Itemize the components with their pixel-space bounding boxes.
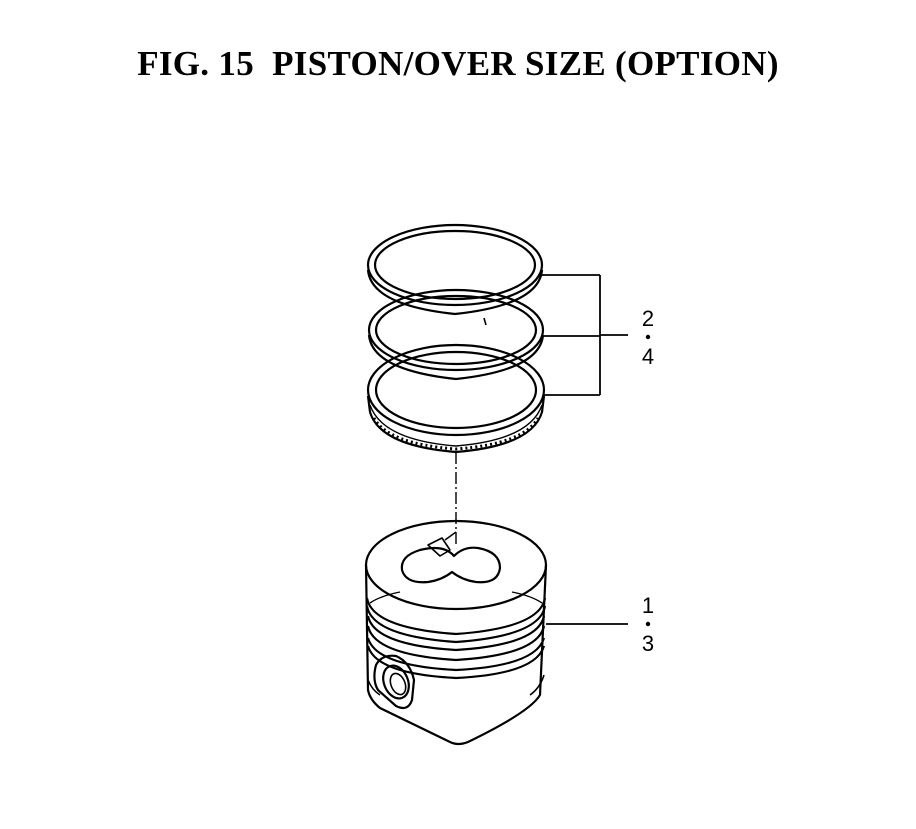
ring-top [366,223,544,316]
rings-callout: 2 4 [642,306,654,369]
rings-callout-dot [645,334,651,340]
piston-callout-bottom: 3 [642,631,654,656]
rings-callout-top: 2 [642,306,654,331]
figure-title: FIG. 15 PISTON/OVER SIZE (OPTION) [137,44,779,83]
ring-middle [367,288,545,381]
rings-callout-bottom: 4 [642,344,654,369]
ring-oil [366,343,546,454]
piston-callout: 1 3 [642,593,654,656]
piston-callout-top: 1 [642,593,654,618]
piston-callout-dot [645,621,651,627]
piston-rings [366,223,546,454]
rings-callout-leader [542,274,628,396]
piston [364,519,548,746]
